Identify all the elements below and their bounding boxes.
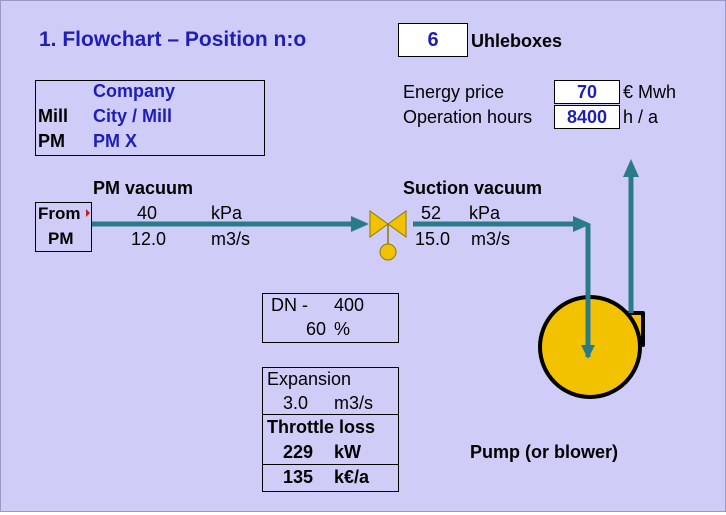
page-title: 1. Flowchart – Position n:o: [39, 28, 307, 51]
throttle-power-unit: kW: [334, 442, 361, 462]
expansion-unit: m3/s: [334, 393, 374, 413]
throttle-cost-value: 135: [283, 467, 314, 487]
from-pm-label: PM: [48, 229, 74, 248]
throttle-divider: [263, 414, 398, 415]
energy-price-unit: € Mwh: [623, 82, 677, 102]
pump-inlet-arrow-over-icon: [581, 345, 595, 359]
operation-hours-input[interactable]: 8400: [554, 105, 620, 129]
cost-divider: [263, 464, 398, 465]
mill-value: City / Mill: [93, 106, 173, 126]
energy-price-input[interactable]: 70: [554, 80, 620, 104]
throttle-power-value: 229: [283, 442, 314, 462]
pump-outlet-arrow-icon: [623, 159, 639, 177]
pump-label: Pump (or blower): [470, 442, 618, 462]
uhleboxes-input[interactable]: 6: [398, 23, 468, 57]
throttle-box: [262, 367, 399, 492]
operation-hours-label: Operation hours: [403, 107, 533, 127]
company-value: Company: [93, 81, 176, 101]
mill-label: Mill: [38, 106, 68, 126]
dn-label: DN -: [271, 295, 308, 315]
suction-pressure-unit: kPa: [469, 203, 501, 223]
dn-value: 400: [334, 295, 365, 315]
suction-pressure-value: 52: [421, 203, 442, 223]
valve-size-box: [262, 293, 399, 343]
pm-label: PM: [38, 131, 65, 151]
pm-pressure-value: 40: [137, 203, 158, 223]
suction-vacuum-heading: Suction vacuum: [403, 178, 543, 198]
expansion-value: 3.0: [283, 393, 309, 413]
pm-pressure-unit: kPa: [211, 203, 243, 223]
valve-right-icon: [387, 210, 407, 238]
from-pm-box: [35, 202, 92, 252]
from-label: From: [38, 204, 81, 223]
energy-price-label: Energy price: [403, 82, 505, 102]
location-box: [35, 80, 265, 156]
operation-hours-unit: h / a: [623, 107, 659, 127]
suction-flow-unit: m3/s: [471, 229, 511, 249]
throttle-cost-unit: k€/a: [334, 467, 370, 487]
pm-pipe-arrow-icon: [351, 216, 369, 232]
pm-vacuum-heading: PM vacuum: [93, 178, 194, 198]
uhleboxes-label: Uhleboxes: [471, 31, 563, 51]
valve-opening-value: 60: [306, 319, 327, 339]
valve-actuator-icon: [379, 243, 397, 261]
from-pm-marker-icon: [86, 209, 90, 217]
pm-flow-value: 12.0: [131, 229, 167, 249]
pm-flow-unit: m3/s: [211, 229, 251, 249]
pm-value: PM X: [93, 131, 138, 151]
valve-opening-unit: %: [334, 319, 351, 339]
suction-flow-value: 15.0: [415, 229, 451, 249]
valve-left-icon: [369, 210, 389, 238]
suction-pipe-arrow-icon: [573, 216, 591, 232]
expansion-label: Expansion: [267, 369, 352, 389]
throttle-loss-label: Throttle loss: [267, 417, 376, 437]
